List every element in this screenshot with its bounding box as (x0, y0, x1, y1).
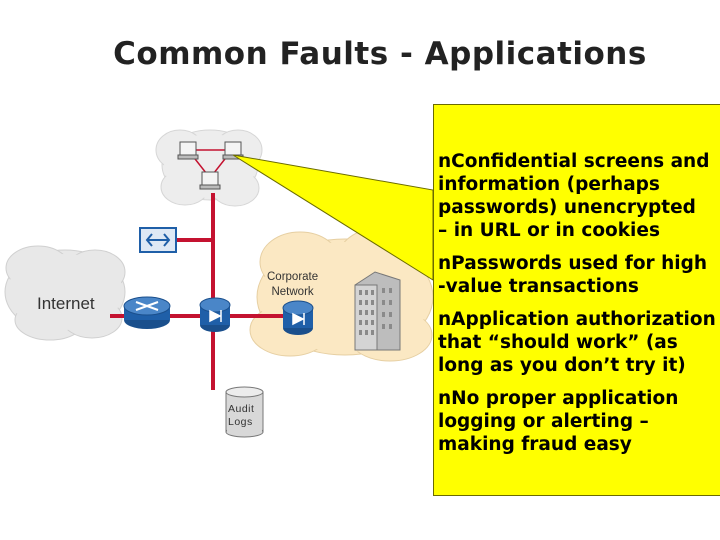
bullet-item: nConfidential screens and information (p… (438, 151, 710, 241)
router-icon (123, 296, 171, 329)
internet-cloud-icon (4, 245, 126, 341)
bullet-marker: n (438, 309, 452, 330)
workstation-icon (222, 141, 244, 160)
bullet-item: nNo proper application logging or alerti… (438, 388, 679, 455)
audit-logs-label: Audit Logs (228, 403, 255, 428)
bullet-marker: n (438, 151, 452, 172)
vpn-device-icon (199, 297, 231, 332)
callout-box (433, 104, 720, 496)
bullet-marker: n (438, 388, 452, 409)
remote-cloud-icon (155, 129, 263, 207)
bullet-item: nApplication authorization that “should … (438, 309, 716, 376)
internet-label: Internet (37, 294, 95, 313)
bullet-marker: n (438, 253, 452, 274)
bullet-item: nPasswords used for high -value transact… (438, 253, 708, 297)
corporate-network-label: Corporate Network (267, 271, 319, 298)
workstation-icon (199, 171, 221, 190)
workstation-group (177, 141, 244, 190)
vpn-device-icon (282, 300, 314, 335)
database-icon (225, 386, 264, 438)
workstation-icon (177, 141, 199, 160)
firewall-icon (139, 227, 177, 253)
building-icon (354, 271, 401, 351)
slide-title: Common Faults - Applications (113, 36, 647, 72)
callout-bullet-list: nConfidential screens and information (p… (438, 150, 720, 466)
